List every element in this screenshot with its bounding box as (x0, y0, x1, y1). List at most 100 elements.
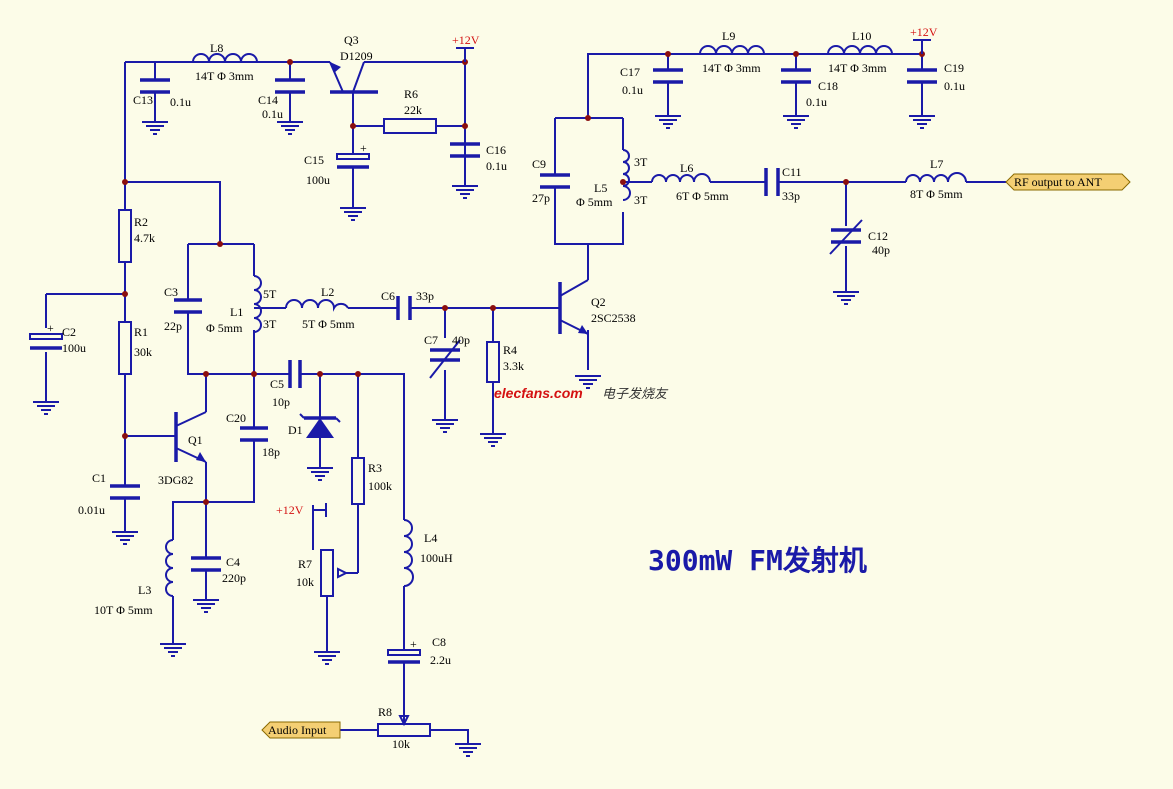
resistors (118, 118, 500, 737)
label-L7: L7 (930, 157, 943, 171)
value-R6: 22k (404, 103, 422, 117)
capacitor-C18 (781, 68, 811, 84)
label-R6: R6 (404, 87, 418, 101)
inductors (165, 45, 967, 597)
watermark-cn: 电子发烧友 (602, 387, 669, 402)
label-L9: L9 (722, 29, 735, 43)
value-L2: 5T Φ 5mm (302, 317, 355, 331)
transistor-Q3 (329, 61, 378, 124)
turns-L1-top: 5T (263, 287, 277, 301)
inductor-L5 (622, 149, 631, 201)
label-C11: C11 (782, 165, 802, 179)
value-C14: 0.1u (262, 107, 283, 121)
label-L6: L6 (680, 161, 693, 175)
label-C19: C19 (944, 61, 964, 75)
label-R3: R3 (368, 461, 382, 475)
label-L3: L3 (138, 583, 151, 597)
value-C13: 0.1u (170, 95, 191, 109)
value-R7: 10k (296, 575, 314, 589)
label-C20: C20 (226, 411, 246, 425)
power-symbols: +12V +12V +12V (276, 25, 938, 517)
label-L10: L10 (852, 29, 871, 43)
value-C20: 18p (262, 445, 280, 459)
watermark: elecfans.com 电子发烧友 (494, 385, 669, 402)
value-C4: 220p (222, 571, 246, 585)
power-label-r7: +12V (276, 503, 304, 517)
value-C6: 33p (416, 289, 434, 303)
label-C3: C3 (164, 285, 178, 299)
watermark-brand: elecfans.com (494, 385, 583, 401)
capacitor-C2 (29, 333, 63, 350)
capacitor-C19 (907, 68, 937, 84)
value-L10: 14T Φ 3mm (828, 61, 887, 75)
value-R3: 100k (368, 479, 392, 493)
label-L4: L4 (424, 531, 437, 545)
value-R1: 30k (134, 345, 152, 359)
turns-L5-top: 3T (634, 155, 648, 169)
resistor-R2 (118, 209, 132, 263)
capacitor-C7 (429, 339, 461, 379)
value-L8: 14T Φ 3mm (195, 69, 254, 83)
value-Q2: 2SC2538 (591, 311, 636, 325)
resistor-R3 (351, 457, 365, 505)
inductor-L8 (192, 53, 258, 63)
value-C5: 10p (272, 395, 290, 409)
label-R8: R8 (378, 705, 392, 719)
label-C12: C12 (868, 229, 888, 243)
value-R8: 10k (392, 737, 410, 751)
capacitor-C16 (450, 142, 480, 158)
value-C8: 2.2u (430, 653, 451, 667)
label-C9: C9 (532, 157, 546, 171)
value-C3: 22p (164, 319, 182, 333)
label-R4: R4 (503, 343, 517, 357)
label-R2: R2 (134, 215, 148, 229)
capacitor-C13 (140, 78, 170, 94)
value-C1: 0.01u (78, 503, 105, 517)
label-C2: C2 (62, 325, 76, 339)
inductor-L4 (403, 519, 414, 587)
diode-D1 (299, 413, 341, 438)
power-label-q3: +12V (452, 33, 480, 47)
audio-input-port: Audio Input (261, 721, 341, 739)
label-D1: D1 (288, 423, 303, 437)
audio-input-label: Audio Input (268, 723, 327, 737)
label-C4: C4 (226, 555, 240, 569)
capacitor-C1 (110, 484, 140, 500)
label-L2: L2 (321, 285, 334, 299)
value-R2: 4.7k (134, 231, 155, 245)
label-L5: L5 (594, 181, 607, 195)
capacitor-C3 (174, 298, 202, 314)
inductor-L6 (651, 173, 711, 183)
label-Q1: Q1 (188, 433, 203, 447)
label-R7: R7 (298, 557, 312, 571)
capacitor-C9 (540, 173, 570, 189)
value-C18: 0.1u (806, 95, 827, 109)
inductor-L3 (165, 539, 174, 597)
label-C5: C5 (270, 377, 284, 391)
capacitor-C12 (829, 219, 863, 255)
capacitor-C15 (336, 153, 370, 169)
label-C8: C8 (432, 635, 446, 649)
label-C17: C17 (620, 65, 640, 79)
value-C9: 27p (532, 191, 550, 205)
value-L3: 10T Φ 5mm (94, 603, 153, 617)
value-R4: 3.3k (503, 359, 524, 373)
value-L5: Φ 5mm (576, 195, 613, 209)
polarity-c8: + (410, 637, 417, 651)
label-L1: L1 (230, 305, 243, 319)
value-C2: 100u (62, 341, 86, 355)
value-C15: 100u (306, 173, 330, 187)
polarity-c15: + (360, 141, 367, 155)
label-C13: C13 (133, 93, 153, 107)
label-L8: L8 (210, 41, 223, 55)
diagram-title: 300mW FM发射机 (648, 544, 867, 577)
value-C11: 33p (782, 189, 800, 203)
inductor-L7 (905, 172, 967, 183)
resistor-R1 (118, 321, 132, 375)
inductor-L9 (699, 45, 765, 55)
value-C17: 0.1u (622, 83, 643, 97)
label-C6: C6 (381, 289, 395, 303)
power-label-l10: +12V (910, 25, 938, 39)
label-C7: C7 (424, 333, 438, 347)
r8-wiper (398, 712, 410, 727)
